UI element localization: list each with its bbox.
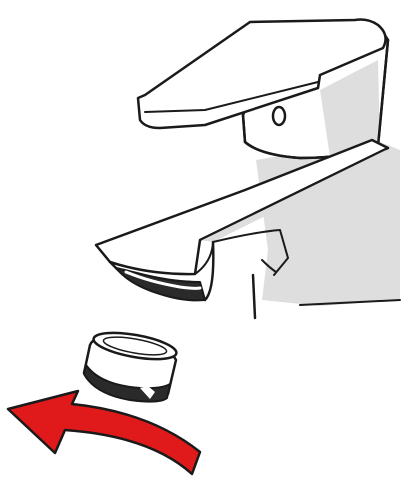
faucet-body-leg — [253, 275, 255, 318]
faucet — [96, 20, 400, 318]
rotation-arrow-shape — [8, 391, 200, 474]
screw-hole — [273, 107, 285, 125]
rotation-arrow — [8, 391, 200, 474]
aerator — [84, 328, 178, 402]
